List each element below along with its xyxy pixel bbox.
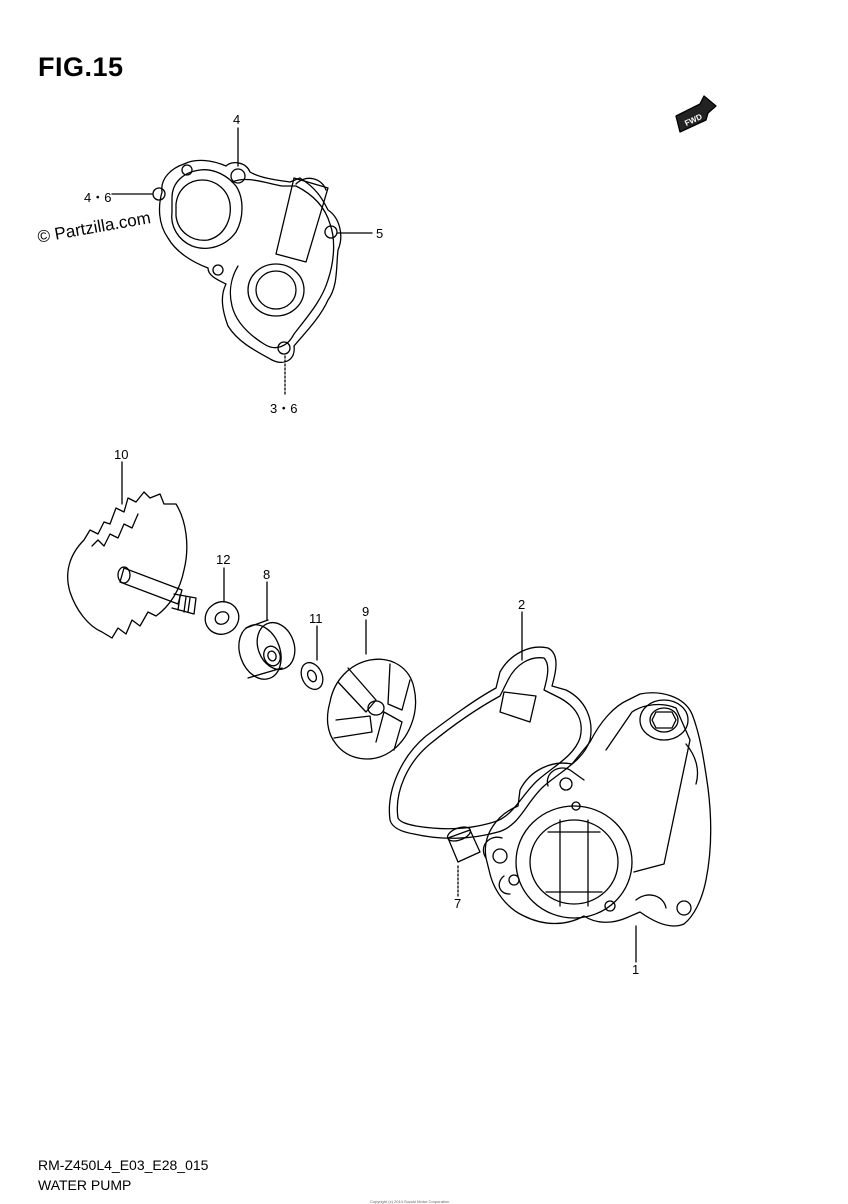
callout-1: 1	[632, 962, 640, 977]
dowel-pin-part	[446, 826, 481, 863]
callout-4-6: 4・6	[84, 190, 112, 205]
gear-shaft-part	[67, 491, 197, 639]
callout-12: 12	[216, 552, 231, 567]
pump-body-part	[482, 692, 712, 927]
diagram-caption: WATER PUMP	[38, 1177, 132, 1193]
callout-3-6: 3・6	[270, 401, 298, 416]
callout-5: 5	[376, 226, 384, 241]
callout-8: 8	[263, 567, 271, 582]
pump-cover-part	[152, 159, 342, 363]
callout-2: 2	[518, 597, 526, 612]
forward-arrow-badge: FWD	[675, 95, 717, 133]
callout-10: 10	[114, 447, 129, 462]
callout-9: 9	[362, 604, 370, 619]
diagram-code: RM-Z450L4_E03_E28_015	[38, 1157, 209, 1173]
callout-7: 7	[454, 896, 462, 911]
mechanical-seal-part	[238, 619, 296, 680]
callout-4: 4	[233, 112, 241, 127]
callout-11: 11	[309, 611, 323, 626]
washer-12-part	[204, 601, 240, 635]
figure-title: FIG.15	[38, 52, 124, 82]
impeller-part	[326, 658, 417, 760]
washer-11-part	[300, 661, 324, 691]
gasket-part	[388, 646, 592, 839]
